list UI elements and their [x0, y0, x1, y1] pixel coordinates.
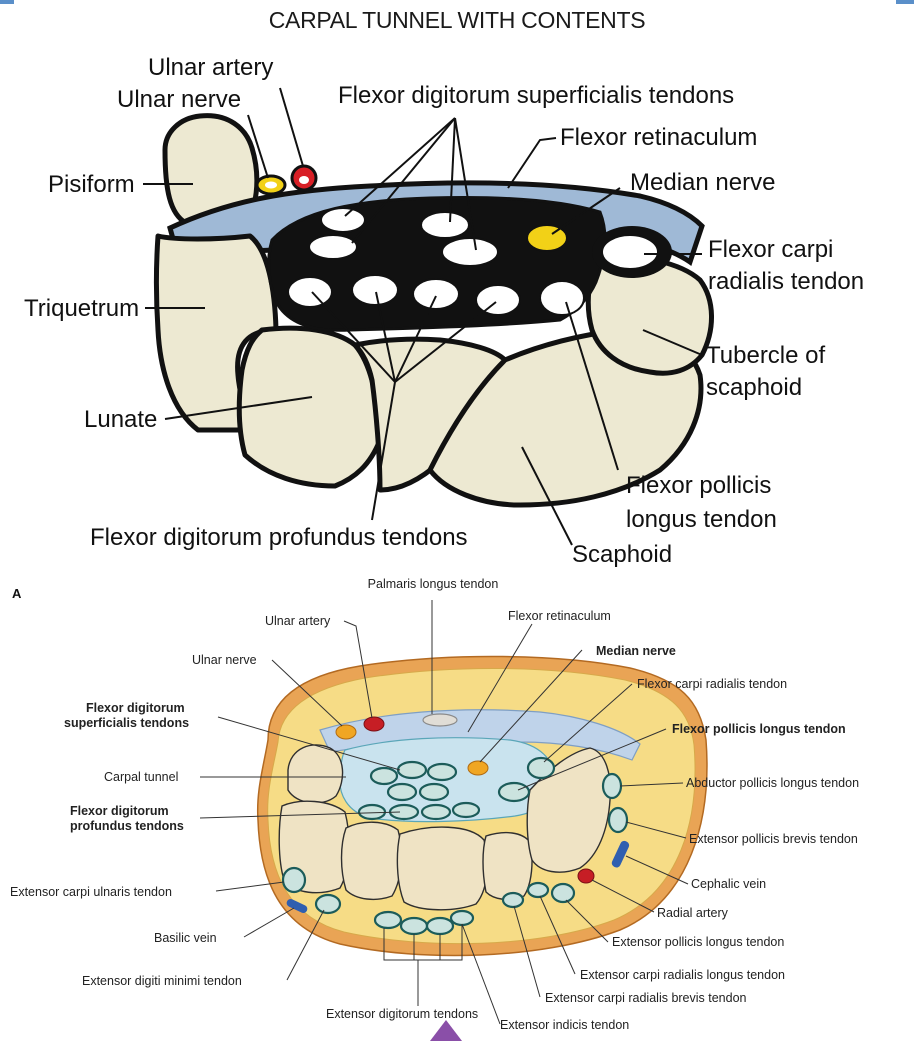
ed-b-4 — [451, 911, 473, 925]
label-b-ed: Extensor digitorum tendons — [326, 1007, 478, 1021]
label-b-epl: Extensor pollicis longus tendon — [612, 935, 784, 949]
fdp-b-4 — [453, 803, 479, 817]
label-a-fcr-line2: radialis tendon — [708, 268, 864, 295]
fds-b-4 — [388, 784, 416, 800]
leader-b-basilic — [244, 908, 294, 937]
label-a-fcr-line1: Flexor carpi — [708, 236, 833, 263]
label-b-basilic: Basilic vein — [154, 931, 217, 945]
fds-tendon-1 — [321, 208, 365, 232]
leader-ulnar-artery-a — [280, 88, 303, 166]
ed-b-3 — [427, 918, 453, 934]
epb-b — [609, 808, 627, 832]
label-b-fdp-line2: profundus tendons — [70, 819, 184, 833]
ulnar-nerve-b — [336, 725, 356, 739]
label-b-fdp-line1: Flexor digitorum — [70, 804, 169, 818]
label-b-ecrl: Extensor carpi radialis longus tendon — [580, 968, 785, 982]
label-a-fds: Flexor digitorum superficialis tendons — [338, 82, 734, 109]
fds-tendon-4 — [442, 238, 498, 266]
ed-b-2 — [401, 918, 427, 934]
label-a-scaphoid: Scaphoid — [572, 541, 672, 568]
label-b-epb: Extensor pollicis brevis tendon — [689, 832, 858, 846]
apl-b — [603, 774, 621, 798]
ulnar-artery-a-inner — [299, 176, 309, 184]
fdp-b-1 — [359, 805, 385, 819]
radial-artery-b — [578, 869, 594, 883]
ed-b-1 — [375, 912, 401, 928]
ecrb-b — [503, 893, 523, 907]
hamate-b — [342, 822, 402, 899]
label-b-fds-line1: Flexor digitorum — [86, 701, 185, 715]
label-b-apl: Abductor pollicis longus tendon — [686, 776, 859, 790]
fds-b-5 — [420, 784, 448, 800]
label-b-ulnar-nerve: Ulnar nerve — [192, 653, 257, 667]
label-a-lunate: Lunate — [84, 406, 157, 433]
label-b-cephalic: Cephalic vein — [691, 877, 766, 891]
label-b-fpl: Flexor pollicis longus tendon — [672, 722, 846, 736]
fcr-b — [528, 758, 554, 778]
ulnar-nerve-a-inner — [265, 182, 277, 189]
label-b-flexor-retinaculum: Flexor retinaculum — [508, 609, 611, 623]
next-page-arrow-icon[interactable] — [430, 1020, 462, 1041]
fcr-tendon — [602, 235, 658, 269]
label-b-edm: Extensor digiti minimi tendon — [82, 974, 242, 988]
label-b-median-nerve: Median nerve — [596, 644, 676, 658]
label-a-flexor-retinaculum: Flexor retinaculum — [560, 124, 757, 151]
fdp-tendon-4 — [476, 285, 520, 315]
label-b-fcr: Flexor carpi radialis tendon — [637, 677, 787, 691]
fds-tendon-2 — [421, 212, 469, 238]
label-b-ecu: Extensor carpi ulnaris tendon — [10, 885, 172, 899]
fpl-tendon — [540, 281, 584, 315]
label-b-carpal-tunnel: Carpal tunnel — [104, 770, 178, 784]
leader-flexor-retinaculum-a — [508, 138, 556, 188]
pisiform-b — [288, 745, 343, 803]
label-b-radial-artery: Radial artery — [657, 906, 729, 920]
label-a-fdp: Flexor digitorum profundus tendons — [90, 524, 468, 551]
label-a-median-nerve: Median nerve — [630, 169, 775, 196]
label-a-pisiform: Pisiform — [48, 171, 135, 198]
trapezoid-b — [483, 833, 532, 900]
fdp-tendon-2 — [352, 275, 398, 305]
label-b-palmaris: Palmaris longus tendon — [368, 577, 499, 591]
label-a-ulnar-nerve: Ulnar nerve — [117, 86, 241, 113]
ulnar-artery-b — [364, 717, 384, 731]
epl-b — [552, 884, 574, 902]
label-a-tubercle-line2: scaphoid — [706, 374, 802, 401]
fds-tendon-3 — [309, 235, 357, 259]
label-b-ulnar-artery: Ulnar artery — [265, 614, 331, 628]
fpl-b — [499, 783, 529, 801]
label-b-fds-line2: superficialis tendons — [64, 716, 189, 730]
label-b-ecrb: Extensor carpi radialis brevis tendon — [545, 991, 747, 1005]
palmaris-b — [423, 714, 457, 726]
label-a-fpl-line1: Flexor pollicis — [626, 472, 771, 499]
label-a-ulnar-artery: Ulnar artery — [148, 54, 273, 81]
capitate-b — [397, 827, 487, 910]
figure-a: CARPAL TUNNEL WITH CONTENTS — [24, 7, 864, 568]
ecrl-b — [528, 883, 548, 897]
label-a-triquetrum: Triquetrum — [24, 295, 139, 322]
fds-b-2 — [398, 762, 426, 778]
figure-b: A — [10, 577, 859, 1032]
corner-mark-left — [0, 0, 14, 4]
edm-b — [316, 895, 340, 913]
label-a-tubercle-line1: Tubercle of — [706, 342, 826, 369]
fdp-tendon-1 — [288, 277, 332, 307]
fdp-b-3 — [422, 805, 450, 819]
fds-b-3 — [428, 764, 456, 780]
label-a-fpl-line2: longus tendon — [626, 506, 777, 533]
corner-mark-right — [896, 0, 914, 4]
ecu-b — [283, 868, 305, 892]
fds-b-1 — [371, 768, 397, 784]
median-nerve-b — [468, 761, 488, 775]
panel-letter: A — [12, 586, 22, 601]
figure-a-title: CARPAL TUNNEL WITH CONTENTS — [269, 7, 646, 33]
fdp-tendon-3 — [413, 279, 459, 309]
label-b-ei: Extensor indicis tendon — [500, 1018, 629, 1032]
